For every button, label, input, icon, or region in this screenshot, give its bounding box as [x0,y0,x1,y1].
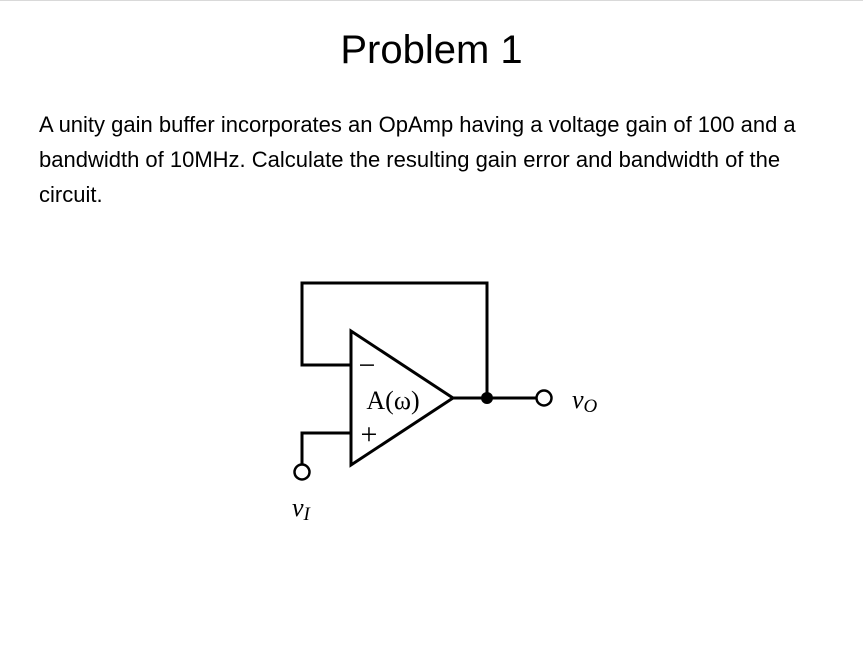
inverting-input-sign: − [359,349,376,382]
problem-statement: A unity gain buffer incorporates an OpAm… [39,112,796,207]
noninverting-input-sign: + [361,418,378,451]
feedback-wire [300,281,489,398]
input-terminal [293,463,311,481]
output-junction-dot [481,392,493,404]
top-divider [0,0,863,1]
output-voltage-symbol: v [572,385,584,414]
output-voltage-label: vO [572,385,598,417]
input-voltage-label: vI [292,493,312,525]
output-voltage-subscript: O [584,396,598,417]
output-terminal [535,389,553,407]
opamp-triangle [349,328,456,468]
opamp-gain-label: A(ω) [366,386,419,415]
input-wire [300,431,351,464]
input-voltage-subscript: I [303,504,312,525]
page-title: Problem 1 [340,28,523,72]
input-voltage-symbol: v [292,493,304,522]
